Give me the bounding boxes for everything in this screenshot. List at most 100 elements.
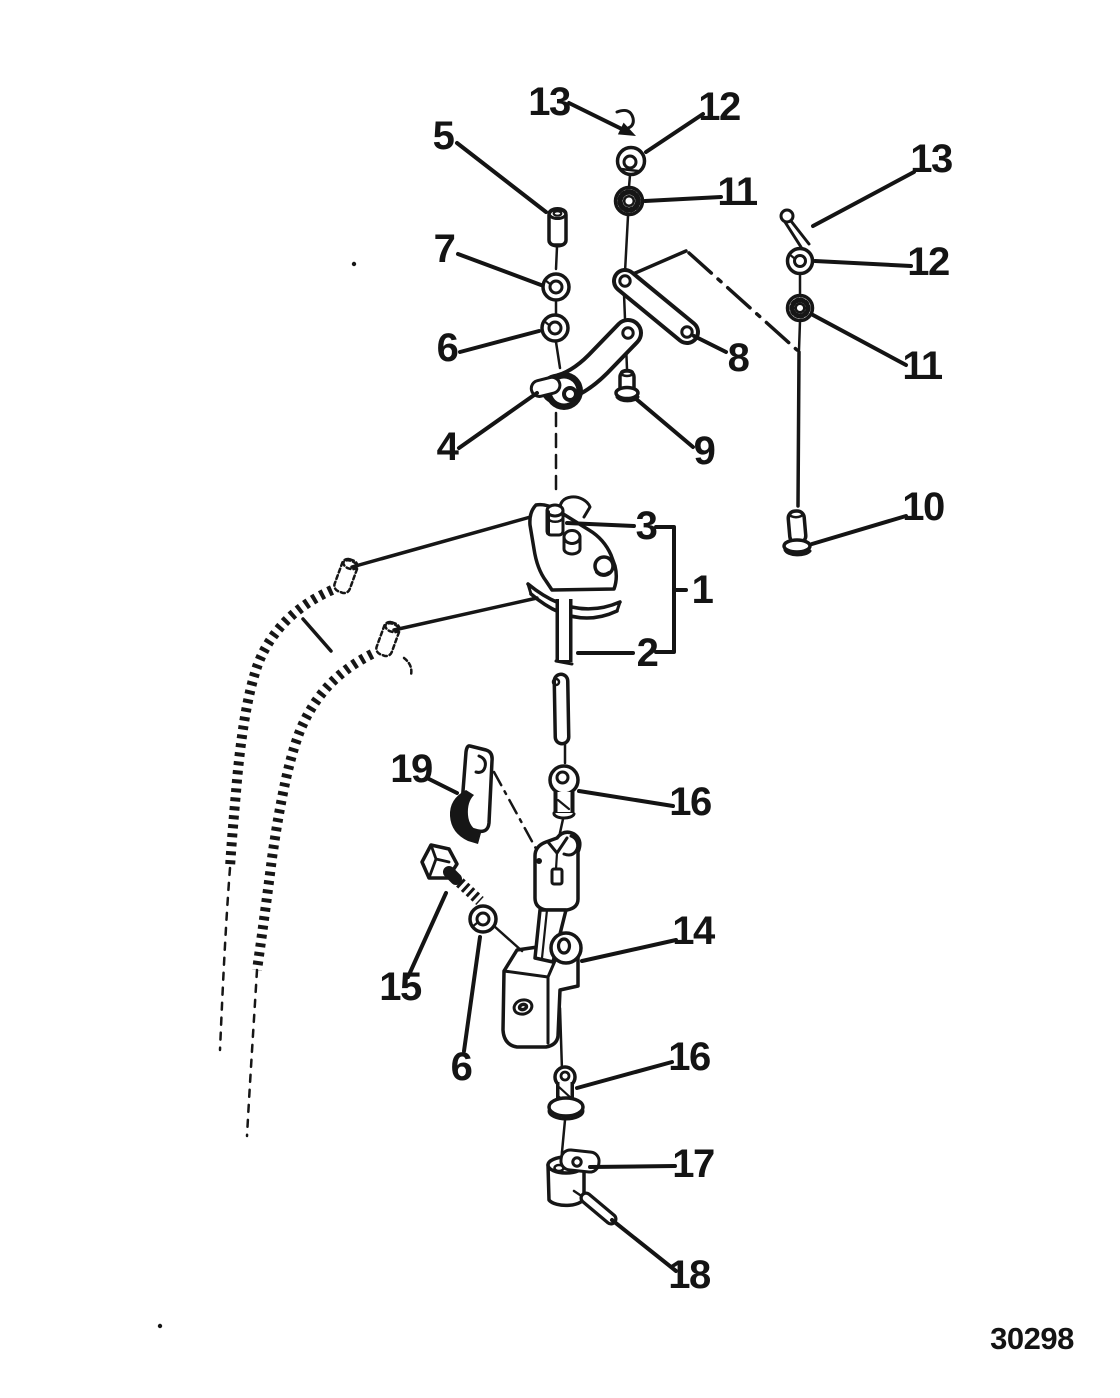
cable-upper [218,557,359,1052]
callout-12-right: 12 [813,240,950,284]
part-link-14 [501,830,583,1072]
part-washer-6-lower [468,904,524,953]
callout-13-top: 13 [528,80,636,136]
speck-dot [157,1323,163,1329]
callout-leader-line [643,195,723,203]
part-bracket-assembly-1 [526,495,622,746]
callout-11-right: 11 [811,313,944,388]
callout-leader-line [633,396,695,449]
callout-label-10: 10 [902,485,944,529]
part-nut-11-top [613,185,645,217]
callout-1: 1 [654,525,715,654]
callout-label-19: 19 [390,747,432,791]
callout-leader-line [575,1060,674,1090]
callout-leader-line [588,1164,677,1169]
callout-12-top: 12 [644,85,741,154]
callout-16-upper: 16 [577,780,712,824]
callout-label-3: 3 [636,504,657,548]
callout-label-6-lower: 6 [451,1045,472,1089]
callout-label-7: 7 [434,227,455,271]
part-cotter-pin-right [779,208,811,249]
speck-dot [351,261,357,267]
part-grommet-16-upper [548,742,580,844]
callout-10: 10 [810,485,945,546]
callout-leader-line [811,313,908,367]
callout-label-5: 5 [433,114,455,158]
callout-leader-line [810,514,908,546]
part-link-8 [612,268,700,345]
callout-leader-line [692,334,728,354]
callout-leader-line [580,938,678,963]
callout-leader-line [644,112,705,154]
part-stud-10 [782,509,812,557]
callout-2: 2 [576,631,659,675]
part-washer-7 [541,272,571,302]
part-clip-19 [449,744,542,858]
part-nut-11-right [785,293,815,323]
assembly-centerlines [554,173,802,508]
part-grommet-16-lower [547,1065,585,1154]
callout-label-18: 18 [668,1253,711,1297]
callout-leader-line [654,525,676,654]
callout-6-lower: 6 [451,935,482,1089]
callout-leader-line [610,1218,678,1273]
callout-leader-line [567,101,629,134]
part-washer-12-right [785,246,815,276]
part-lever-4 [529,318,643,494]
callout-leader-line [811,170,916,228]
callout-9: 9 [633,396,716,473]
callout-leader-line [456,252,543,287]
drawing-number: 30298 [990,1321,1074,1356]
callout-15: 15 [379,891,448,1009]
callout-19: 19 [390,747,459,795]
callout-leader-line [577,789,675,808]
callout-label-12-top: 12 [698,85,740,129]
callout-label-2: 2 [637,631,658,675]
callout-label-17: 17 [672,1142,714,1186]
callout-label-13-top: 13 [528,80,570,124]
callout-5: 5 [433,114,548,214]
callout-7: 7 [434,227,543,287]
part-cotter-pin-top [615,109,635,131]
callout-label-14: 14 [672,909,716,953]
diagram-artwork [157,109,815,1329]
callout-6-upper: 6 [437,326,541,370]
callout-leader-line [458,329,541,354]
callout-leader-line [455,141,548,214]
cable-attachment-lines [350,514,539,632]
callout-leader-line [406,891,448,979]
part-shaft-lower-segment [551,672,571,746]
callout-14: 14 [580,909,717,963]
callout-11-top: 11 [643,170,759,214]
callout-label-4: 4 [437,425,460,469]
part-washer-12-top [615,145,647,177]
cable-lower [245,620,413,1138]
part-shaft-2 [554,599,574,666]
callout-label-16-lower: 16 [668,1035,710,1079]
callout-label-16-upper: 16 [669,780,711,824]
callout-4: 4 [437,391,539,469]
callout-label-11-top: 11 [717,170,758,214]
part-bolt-15 [420,843,484,906]
callout-leader-line [457,391,539,450]
callout-label-9: 9 [694,429,715,473]
callout-label-13-right: 13 [910,137,952,181]
callout-13-right: 13 [811,137,953,228]
callout-leader-line [565,521,636,528]
callout-16-lower: 16 [575,1035,711,1090]
part-washer-6-upper [540,313,570,343]
callout-label-12-right: 12 [907,240,949,284]
callout-leader-line [813,259,913,268]
callout-8: 8 [692,334,751,380]
callout-label-6-upper: 6 [437,326,458,370]
callout-leader-line [462,935,482,1053]
callout-label-8: 8 [728,336,750,380]
callout-18: 18 [610,1218,712,1297]
callout-leader-line [425,776,459,795]
callout-label-11-right: 11 [902,344,943,388]
part-stud-3 [545,503,565,537]
callout-17: 17 [588,1142,715,1186]
